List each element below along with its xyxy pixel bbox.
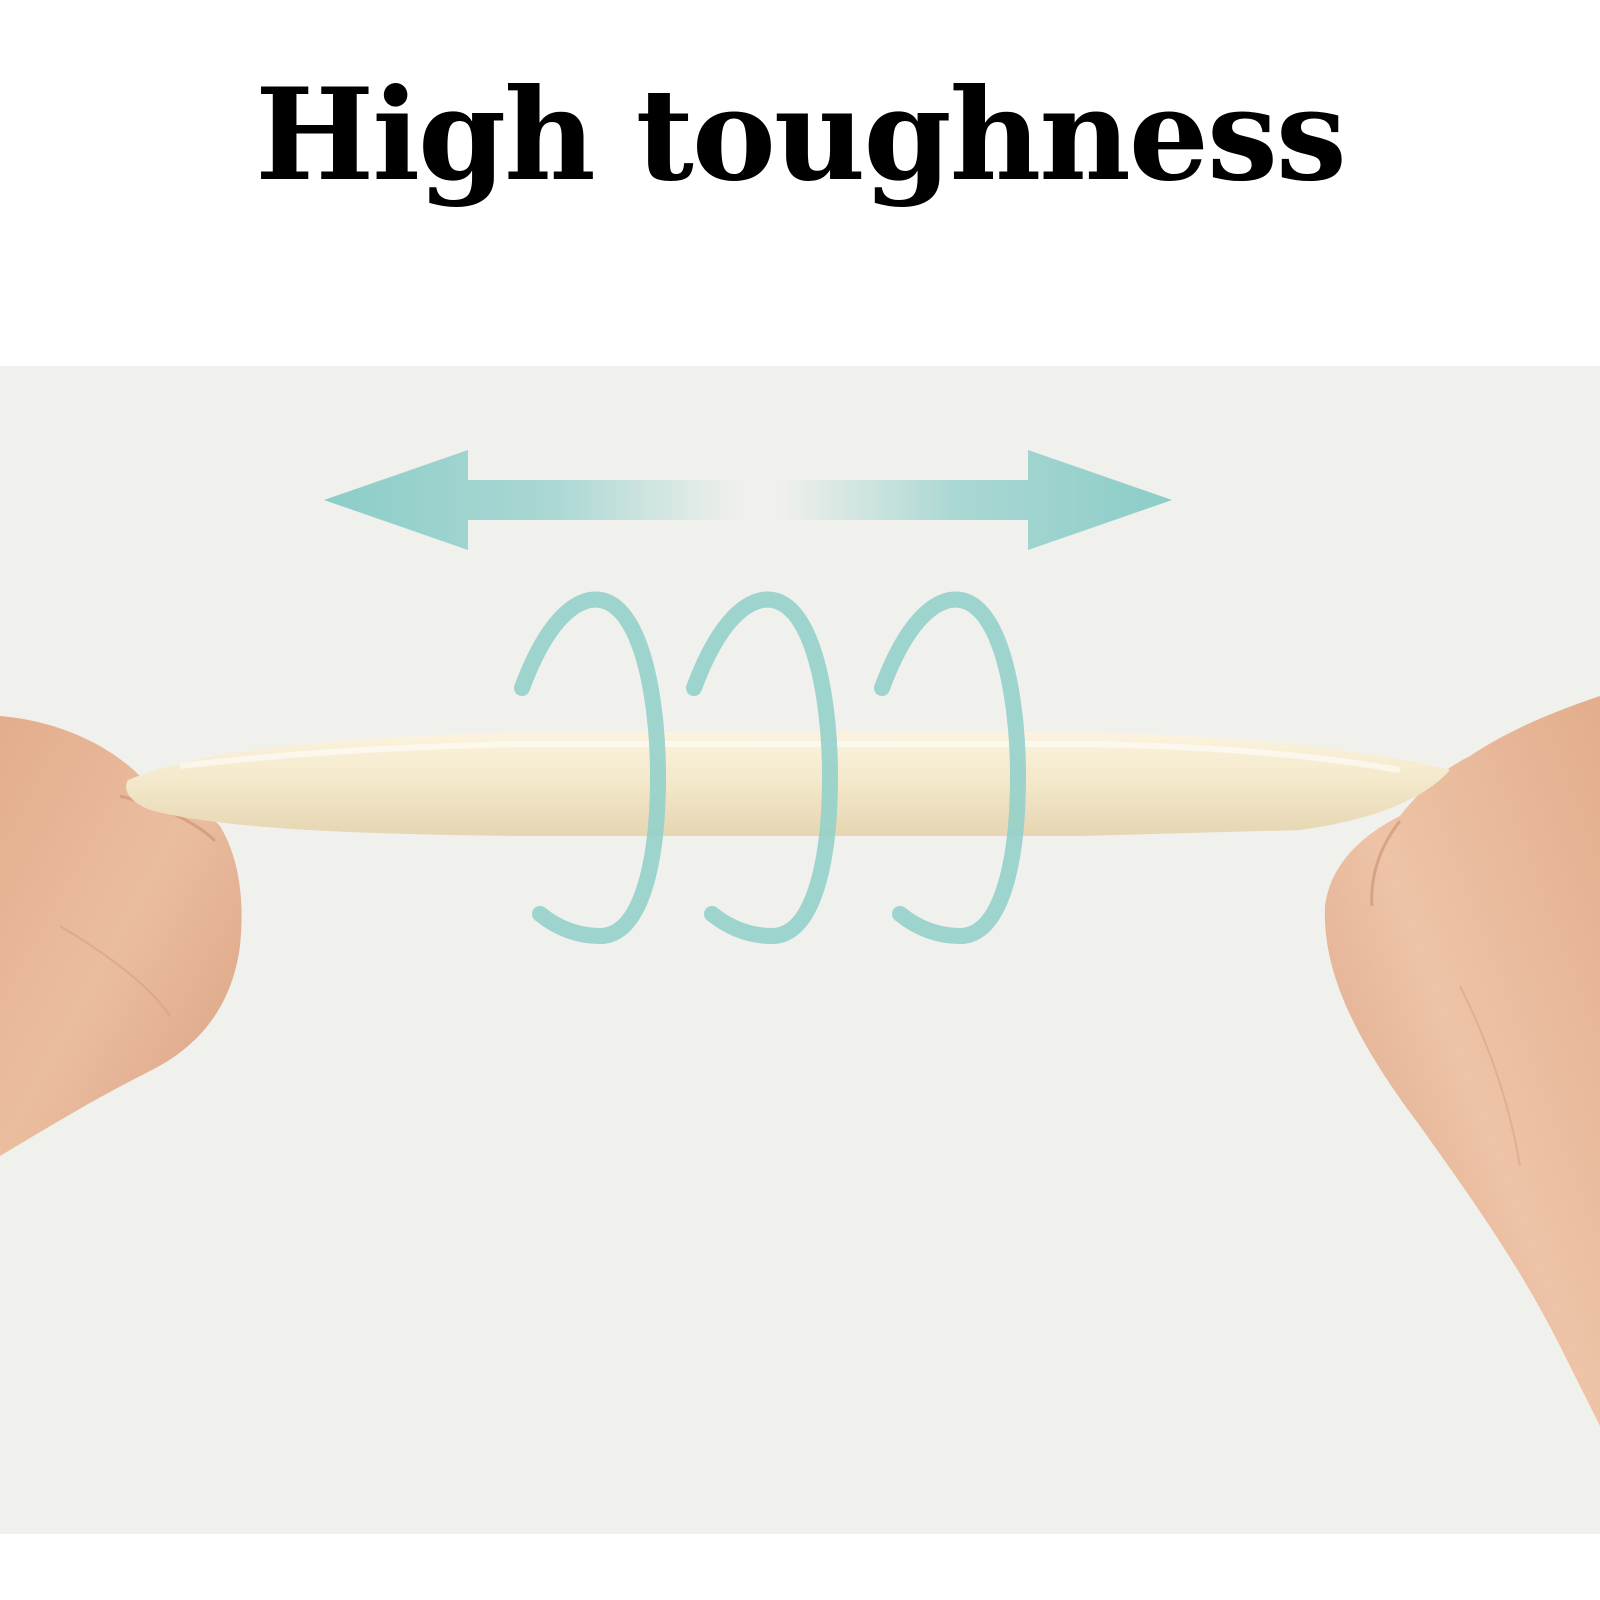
double-arrow-icon bbox=[324, 450, 1172, 550]
pen-body bbox=[126, 732, 1451, 836]
product-photo bbox=[0, 366, 1600, 1534]
left-hand bbox=[0, 716, 242, 1156]
twist-ring-icon bbox=[514, 591, 1027, 945]
headline: High toughness bbox=[255, 61, 1347, 209]
right-hand bbox=[1324, 696, 1600, 1426]
